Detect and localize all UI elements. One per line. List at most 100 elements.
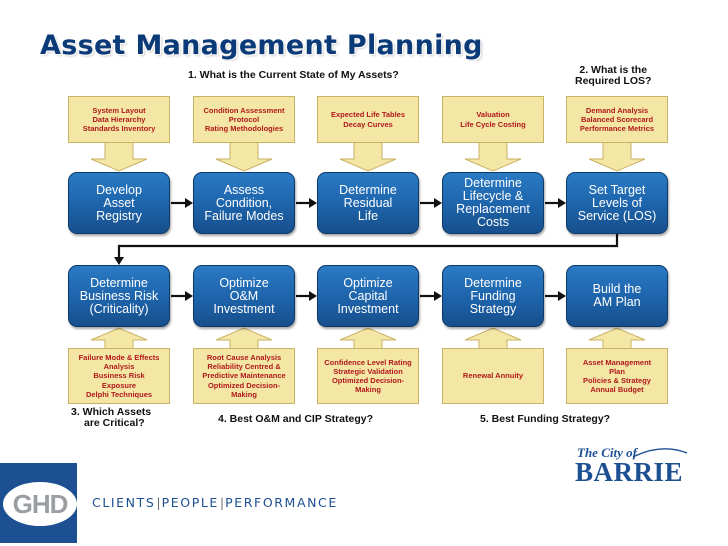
input-box-top-5-line: Balanced Scorecard: [580, 114, 654, 124]
connector-layer: [90, 141, 646, 350]
process-step-top-2-line: Condition,: [215, 195, 273, 210]
input-box-top-3-line: Expected Life Tables: [330, 110, 406, 120]
input-box-bottom-3-line: Confidence Level Rating: [324, 357, 412, 367]
input-box-bottom-4-line: Renewal Annuity: [462, 371, 524, 381]
input-arrow-down-4: [464, 141, 522, 172]
input-arrow-up-4: [464, 327, 522, 350]
input-box-bottom-5-line: Asset Management: [582, 357, 652, 367]
input-arrow-down-2: [215, 141, 273, 172]
flow-arrow-bottom-1-head: [185, 291, 193, 301]
flow-arrow-bottom-3-head: [434, 291, 442, 301]
process-step-top-5-line: Set Target: [588, 182, 646, 197]
process-step-bottom-2-line: Investment: [213, 301, 275, 316]
input-box-top-5-line: Performance Metrics: [579, 124, 655, 134]
input-box-top-2-line: Condition Assessment: [203, 105, 285, 115]
input-arrow-up-2: [215, 327, 273, 350]
question-3: 3. Which Assets are Critical?: [71, 406, 152, 429]
input-box-bottom-1-line: Delphi Techniques: [85, 389, 153, 399]
question-4: 4. Best O&M and CIP Strategy?: [218, 413, 374, 425]
input-box-bottom-2-line: Optimized Decision-: [207, 380, 281, 390]
process-step-top-3-line: Residual: [343, 195, 393, 210]
process-step-bottom-4-line: Strategy: [469, 301, 517, 316]
input-box-bottom-2-line: Predictive Maintenance: [202, 371, 286, 381]
flow-arrow-bottom-4-head: [558, 291, 566, 301]
input-box-bottom-2-line: Making: [231, 389, 257, 399]
process-step-bottom-3-line: Capital: [348, 288, 388, 303]
input-arrow-down-1: [90, 141, 148, 172]
process-step-top-4-line: Lifecycle &: [462, 189, 524, 203]
process-step-top-5-line: Levels of: [591, 195, 643, 210]
process-step-bottom-3-line: Optimize: [343, 275, 393, 290]
input-box-bottom-1-line: Failure Mode & Effects: [78, 352, 160, 362]
process-step-bottom-5-line: AM Plan: [593, 295, 641, 309]
input-box-top-4-line: Life Cycle Costing: [460, 119, 526, 129]
input-box-top-4-line: Valuation: [476, 110, 510, 120]
ghd-logo: GHD: [0, 463, 77, 543]
slide-title: Asset Management Planning: [40, 30, 483, 61]
process-step-bottom-1-line: Business Risk: [79, 288, 159, 303]
input-box-bottom-3-line: Optimized Decision-: [331, 376, 405, 385]
process-step-bottom-4-line: Funding: [470, 288, 516, 303]
input-arrow-up-3: [339, 327, 397, 350]
process-step-top-4-line: Determine: [464, 176, 522, 190]
input-box-top-1-line: System Layout: [92, 105, 146, 115]
process-step-top-4-line: Costs: [477, 215, 509, 229]
input-box-bottom-2-line: Root Cause Analysis: [206, 352, 282, 362]
flow-arrow-top-3-head: [434, 198, 442, 208]
input-box-bottom-5-line: Annual Budget: [590, 385, 644, 395]
input-box-bottom-4: Renewal Annuity: [442, 348, 544, 404]
process-step-top-4-line: Replacement: [456, 202, 530, 216]
flow-arrow-top-4-head: [558, 198, 566, 208]
process-step-top-3-line: Determine: [339, 182, 397, 197]
process-step-bottom-5-line: Build the: [592, 282, 642, 296]
process-step-bottom-2-line: O&M: [229, 288, 259, 303]
input-box-bottom-5-line: Plan: [609, 366, 625, 376]
tagline: CLIENTS|PEOPLE|PERFORMANCE: [92, 495, 338, 510]
flow-arrow-top-1-head: [185, 198, 193, 208]
input-box-top-2-line: Rating Methodologies: [204, 124, 284, 134]
input-arrow-down-5: [588, 141, 646, 172]
input-arrow-up-5: [588, 327, 646, 350]
process-step-bottom-3-line: Investment: [337, 301, 399, 316]
process-step-top-5-line: Service (LOS): [577, 208, 657, 223]
process-step-bottom-4-line: Determine: [464, 275, 522, 290]
flow-arrow-top-2-head: [309, 198, 317, 208]
input-box-top-5-line: Demand Analysis: [585, 105, 649, 115]
return-connector-head: [114, 257, 124, 265]
process-step-bottom-1-line: (Criticality): [89, 301, 149, 316]
process-step-top-2-line: Assess: [223, 182, 265, 197]
question-5: 5. Best Funding Strategy?: [480, 413, 611, 425]
question-2: 2. What is the Required LOS?: [575, 64, 652, 87]
input-box-bottom-2-line: Reliability Centred &: [207, 362, 281, 372]
process-step-top-1-line: Asset: [103, 195, 135, 210]
return-connector: [117, 234, 619, 259]
question-1: 1. What is the Current State of My Asset…: [188, 69, 399, 81]
process-step-bottom-2-line: Optimize: [219, 275, 269, 290]
process-step-top-1-line: Registry: [96, 208, 142, 223]
input-box-bottom-1-line: Business Risk: [93, 371, 145, 381]
process-diagram: 1. What is the Current State of My Asset…: [62, 61, 674, 435]
input-arrow-down-3: [339, 141, 397, 172]
input-box-bottom-3-line: Making: [355, 385, 381, 395]
flow-arrow-bottom-2-head: [309, 291, 317, 301]
city-of-barrie-logo: The City of BARRIE: [571, 443, 696, 491]
input-box-top-1-line: Standards Inventory: [82, 124, 156, 134]
input-box-top-3-line: Decay Curves: [343, 119, 393, 129]
input-arrow-up-1: [90, 327, 148, 350]
swoosh-icon: [632, 448, 688, 458]
